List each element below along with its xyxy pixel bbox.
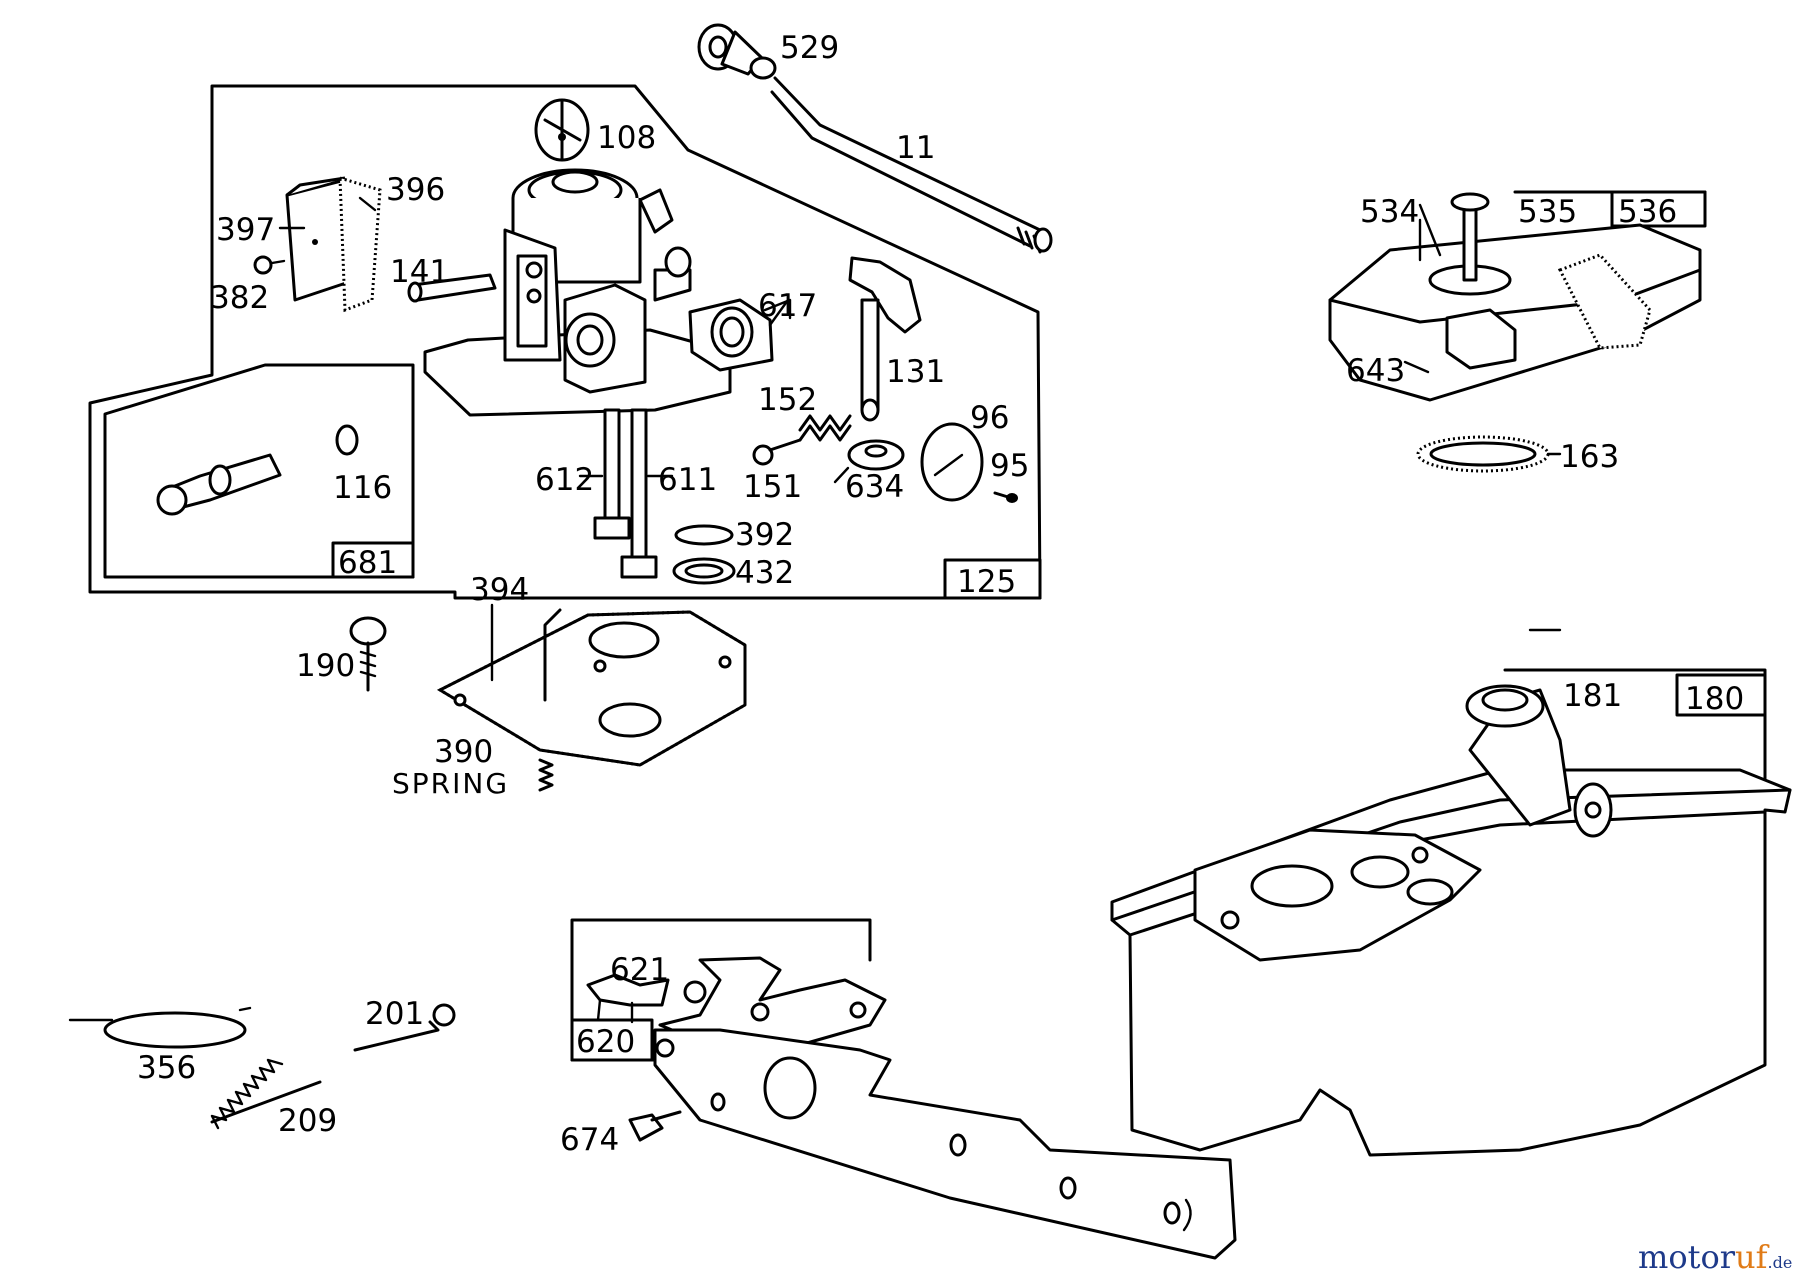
disc-screw <box>993 491 1018 503</box>
label-11: 11 <box>896 130 935 166</box>
label-394: 394 <box>470 572 529 608</box>
label-151: 151 <box>743 469 802 505</box>
bowl-screw <box>349 616 387 692</box>
pin <box>407 273 497 303</box>
label-152: 152 <box>758 382 817 418</box>
label-392: 392 <box>735 517 794 553</box>
label-141: 141 <box>390 254 449 290</box>
box-620-label: 620 <box>576 1024 635 1060</box>
bracket-clip <box>586 973 670 1024</box>
label-spring: SPRING <box>392 767 509 800</box>
elbow-fitting <box>697 23 777 80</box>
mounting-plate <box>653 1028 1237 1260</box>
bolts-612-611 <box>593 408 658 579</box>
box-536-label: 536 <box>1618 194 1677 230</box>
governor-link-ring <box>68 1006 252 1049</box>
label-634: 634 <box>845 469 904 505</box>
label-390: 390 <box>434 734 493 770</box>
float-assembly <box>253 175 382 313</box>
watermark-logo: motoruf.de <box>1638 1238 1792 1276</box>
label-674: 674 <box>560 1122 619 1158</box>
label-621: 621 <box>610 952 669 988</box>
box-620 <box>570 1018 654 1062</box>
governor-link <box>353 1003 456 1052</box>
label-382: 382 <box>210 280 269 316</box>
air-cleaner-housing <box>1328 192 1702 402</box>
throttle-shaft <box>848 256 922 422</box>
fuel-tank <box>1110 684 1792 1157</box>
label-190: 190 <box>296 648 355 684</box>
label-617: 617 <box>758 288 817 324</box>
nozzle <box>156 453 282 516</box>
label-356: 356 <box>137 1050 196 1086</box>
carburetor-assembly-outline <box>88 84 1042 600</box>
box-180 <box>1675 673 1767 717</box>
label-108: 108 <box>597 120 656 156</box>
throttle-disc <box>920 422 984 502</box>
washer <box>847 439 905 471</box>
box-125-label: 125 <box>957 564 1016 600</box>
air-cleaner-gasket <box>1416 435 1550 473</box>
nozzle-subassembly-outline <box>103 363 415 579</box>
rings <box>672 524 736 585</box>
fuel-tank-outline <box>1503 668 1767 782</box>
label-396: 396 <box>386 172 445 208</box>
watermark-part2: uf <box>1735 1238 1770 1276</box>
carburetor-body <box>423 168 774 417</box>
governor-spring <box>210 1058 322 1130</box>
idle-spring <box>798 414 852 442</box>
box-125 <box>943 558 1042 600</box>
label-529: 529 <box>780 30 839 66</box>
watermark-part3: .de <box>1767 1253 1792 1272</box>
box-681 <box>331 541 415 579</box>
carburetor-gasket <box>436 608 747 767</box>
label-95: 95 <box>990 448 1029 484</box>
fuel-line <box>770 76 1053 254</box>
label-611: 611 <box>658 462 717 498</box>
box-536 <box>1610 190 1707 228</box>
label-612: 612 <box>535 462 594 498</box>
nozzle-oring <box>335 424 359 456</box>
label-96: 96 <box>970 400 1009 436</box>
box-681-label: 681 <box>338 545 397 581</box>
label-201: 201 <box>365 996 424 1032</box>
label-131: 131 <box>886 354 945 390</box>
label-643: 643 <box>1346 353 1405 389</box>
bowl-spring <box>538 758 554 792</box>
box-180-label: 180 <box>1685 681 1744 717</box>
label-534: 534 <box>1360 194 1419 230</box>
label-209: 209 <box>278 1103 337 1139</box>
mount-screw <box>628 1110 682 1142</box>
label-397: 397 <box>216 212 275 248</box>
idle-screw <box>752 438 802 466</box>
label-181: 181 <box>1563 678 1622 714</box>
label-116: 116 <box>333 470 392 506</box>
choke-valve <box>534 98 590 162</box>
label-535: 535 <box>1518 194 1577 230</box>
svg-text:motoruf.de: motoruf.de <box>1638 1238 1792 1276</box>
label-432: 432 <box>735 555 794 591</box>
watermark-part1: motor <box>1638 1238 1736 1276</box>
label-163: 163 <box>1560 439 1619 475</box>
